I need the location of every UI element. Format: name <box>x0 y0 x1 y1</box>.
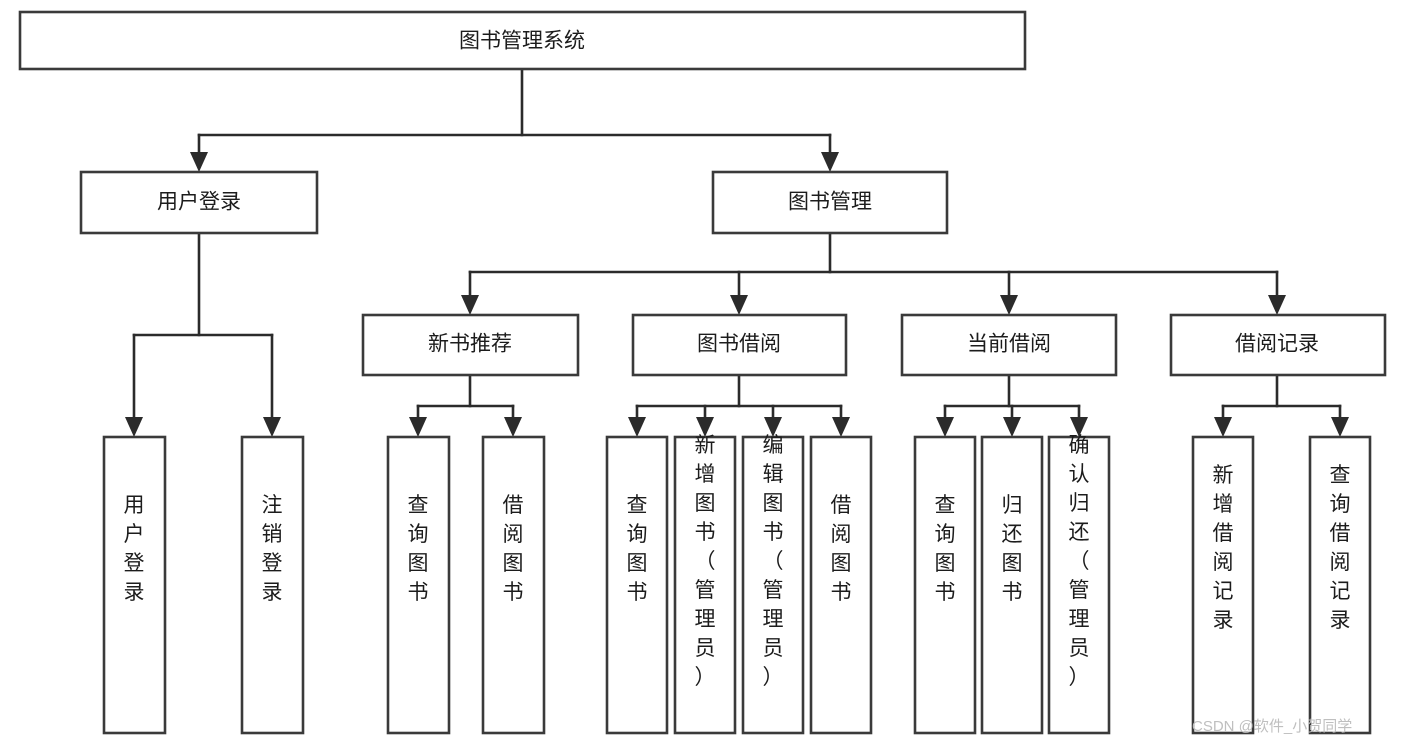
node-leaf-return-book[interactable]: 归还图书 <box>980 435 1044 735</box>
node-leaf-return-book-label: 归还图书 <box>1002 494 1023 604</box>
node-leaf-borrow-book-2-box[interactable] <box>809 435 873 735</box>
node-root-box[interactable] <box>18 10 1027 71</box>
arrowhead-current-borrow <box>1000 295 1018 315</box>
node-leaf-query-book-1-box[interactable] <box>386 435 451 735</box>
node-leaf-query-book-3-box[interactable] <box>913 435 977 735</box>
node-leaf-user-logout-label: 注销登录 <box>262 494 283 604</box>
arrowhead-leaf-query-book-2 <box>628 417 646 437</box>
node-leaf-query-book-2-label: 查询图书 <box>627 494 648 604</box>
node-user-login-label: 用户登录 <box>157 191 241 214</box>
node-book-manage[interactable]: 图书管理 <box>711 170 949 235</box>
node-book-borrow[interactable]: 图书借阅 <box>631 313 848 377</box>
node-current-borrow-label: 当前借阅 <box>967 333 1051 356</box>
node-book-manage-box[interactable] <box>711 170 949 235</box>
node-leaf-borrow-book-1-box[interactable] <box>481 435 546 735</box>
node-leaf-query-record[interactable]: 查询借阅记录 <box>1308 435 1372 735</box>
node-leaf-user-login-label: 用户登录 <box>124 494 145 604</box>
arrowhead-leaf-return-book <box>1003 417 1021 437</box>
arrowhead-book-manage <box>821 152 839 172</box>
node-leaf-confirm-return-label: 确认归还（管理员） <box>1069 434 1090 689</box>
node-leaf-user-login[interactable]: 用户登录 <box>102 435 167 735</box>
node-leaf-confirm-return-box[interactable] <box>1047 435 1111 735</box>
node-leaf-user-logout[interactable]: 注销登录 <box>240 435 305 735</box>
node-root-label: 图书管理系统 <box>459 30 585 53</box>
arrowhead-leaf-borrow-book-1 <box>504 417 522 437</box>
node-leaf-query-book-2-box[interactable] <box>605 435 669 735</box>
csdn-watermark: CSDN @软件_小贺同学 <box>1192 718 1352 735</box>
node-borrow-record-label: 借阅记录 <box>1235 333 1319 356</box>
arrowhead-leaf-query-book-1 <box>409 417 427 437</box>
node-leaf-edit-book-box[interactable] <box>741 435 805 735</box>
node-current-borrow[interactable]: 当前借阅 <box>900 313 1118 377</box>
arrowhead-leaf-user-logout <box>263 417 281 437</box>
node-leaf-add-book-box[interactable] <box>673 435 737 735</box>
node-leaf-edit-book-label: 编辑图书（管理员） <box>763 434 784 689</box>
node-leaf-query-record-label: 查询借阅记录 <box>1330 464 1351 632</box>
node-leaf-user-logout-box[interactable] <box>240 435 305 735</box>
node-user-login-box[interactable] <box>79 170 319 235</box>
node-leaf-add-record-box[interactable] <box>1191 435 1255 735</box>
arrowhead-borrow-record <box>1268 295 1286 315</box>
node-leaf-return-book-box[interactable] <box>980 435 1044 735</box>
node-leaf-query-book-2[interactable]: 查询图书 <box>605 435 669 735</box>
arrowhead-user-login <box>190 152 208 172</box>
arrowhead-leaf-user-login <box>125 417 143 437</box>
node-leaf-add-book-label: 新增图书（管理员） <box>695 434 716 689</box>
node-new-book-recommend-label: 新书推荐 <box>428 333 512 356</box>
node-book-borrow-box[interactable] <box>631 313 848 377</box>
arrowhead-leaf-edit-book <box>764 417 782 437</box>
arrowhead-leaf-add-book <box>696 417 714 437</box>
arrowhead-book-borrow <box>730 295 748 315</box>
node-new-book-recommend-box[interactable] <box>361 313 580 377</box>
node-user-login[interactable]: 用户登录 <box>79 170 319 235</box>
node-root-system[interactable]: 图书管理系统 <box>18 10 1027 71</box>
node-leaf-borrow-book-2-label: 借阅图书 <box>831 494 852 604</box>
node-leaf-query-book-1-label: 查询图书 <box>408 494 429 604</box>
node-leaf-query-book-1[interactable]: 查询图书 <box>386 435 451 735</box>
node-leaf-query-book-3-label: 查询图书 <box>935 494 956 604</box>
node-leaf-edit-book[interactable]: 编辑图书（管理员） <box>741 434 805 735</box>
arrowhead-leaf-confirm-return <box>1070 417 1088 437</box>
node-leaf-user-login-box[interactable] <box>102 435 167 735</box>
node-new-book-recommend[interactable]: 新书推荐 <box>361 313 580 377</box>
node-borrow-record[interactable]: 借阅记录 <box>1169 313 1387 377</box>
node-borrow-record-box[interactable] <box>1169 313 1387 377</box>
node-leaf-query-book-3[interactable]: 查询图书 <box>913 435 977 735</box>
arrowhead-leaf-query-record <box>1331 417 1349 437</box>
arrowhead-new-book-recommend <box>461 295 479 315</box>
connector-layer <box>125 67 1349 437</box>
node-leaf-query-record-box[interactable] <box>1308 435 1372 735</box>
node-leaf-confirm-return[interactable]: 确认归还（管理员） <box>1047 434 1111 735</box>
arrowhead-leaf-borrow-book-2 <box>832 417 850 437</box>
node-current-borrow-box[interactable] <box>900 313 1118 377</box>
node-leaf-borrow-book-1[interactable]: 借阅图书 <box>481 435 546 735</box>
arrowhead-leaf-add-record <box>1214 417 1232 437</box>
node-leaf-add-record-label: 新增借阅记录 <box>1213 464 1234 632</box>
node-book-manage-label: 图书管理 <box>788 191 872 214</box>
node-book-borrow-label: 图书借阅 <box>697 333 781 356</box>
node-leaf-add-book[interactable]: 新增图书（管理员） <box>673 434 737 735</box>
node-leaf-add-record[interactable]: 新增借阅记录 <box>1191 435 1255 735</box>
node-leaf-borrow-book-1-label: 借阅图书 <box>503 494 524 604</box>
arrowhead-leaf-query-book-3 <box>936 417 954 437</box>
node-leaf-borrow-book-2[interactable]: 借阅图书 <box>809 435 873 735</box>
